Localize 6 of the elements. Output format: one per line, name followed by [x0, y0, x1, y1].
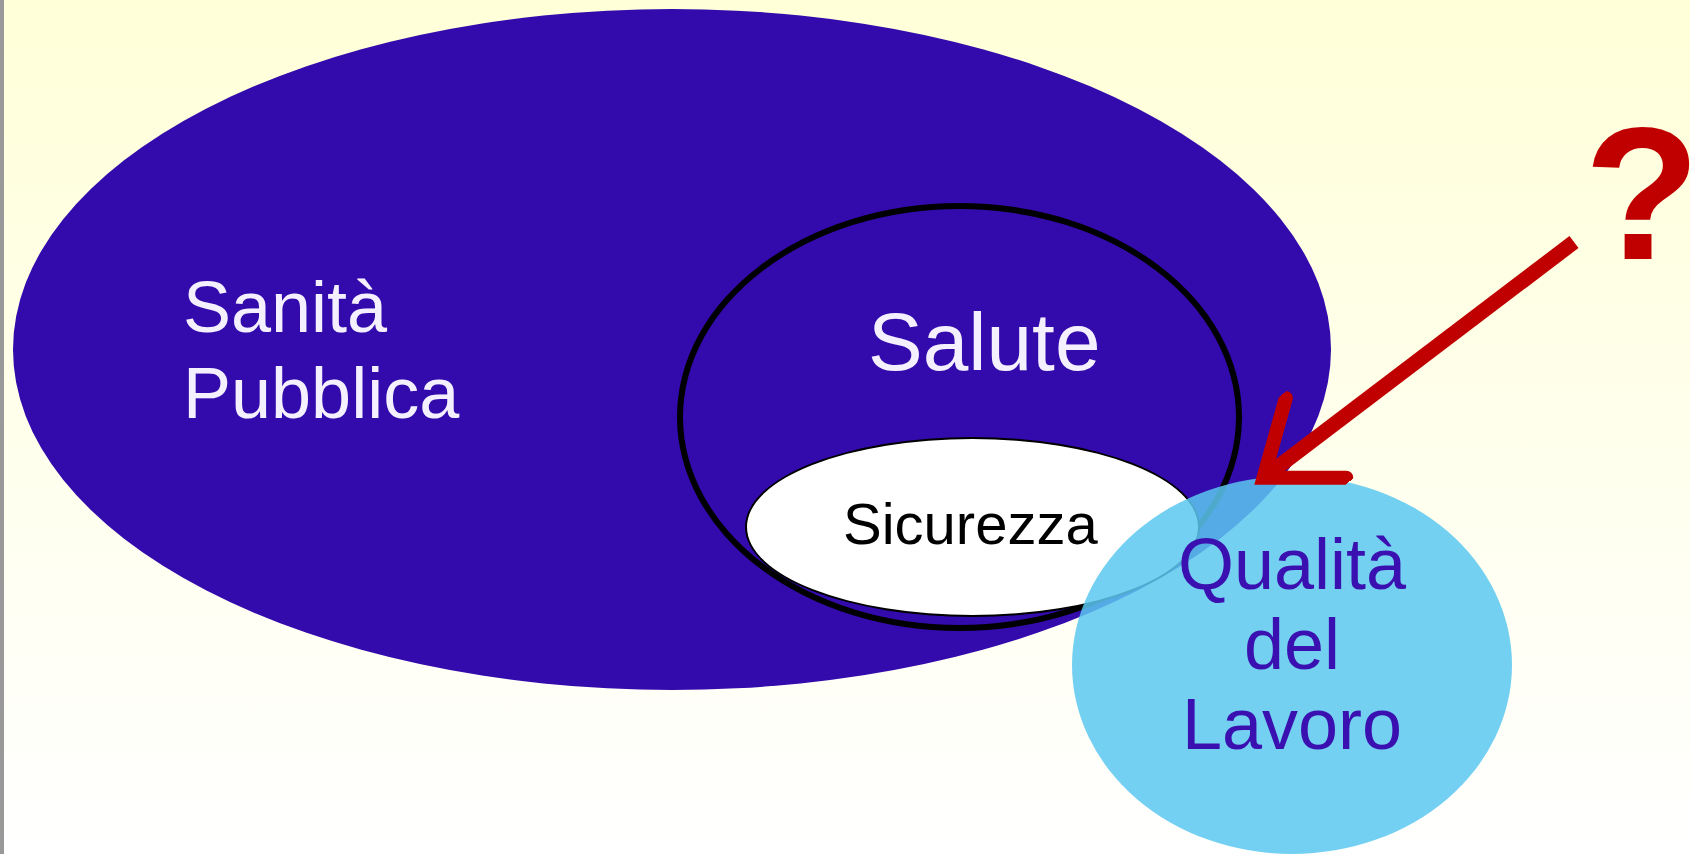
node-label: Sanità Pubblica [183, 266, 461, 435]
arrow [1256, 236, 1579, 485]
node-label: Sicurezza [843, 495, 1098, 553]
node-label: Qualità del Lavoro [1176, 524, 1408, 764]
question-mark: ? [1584, 98, 1690, 288]
node-label: Salute [868, 301, 1101, 383]
